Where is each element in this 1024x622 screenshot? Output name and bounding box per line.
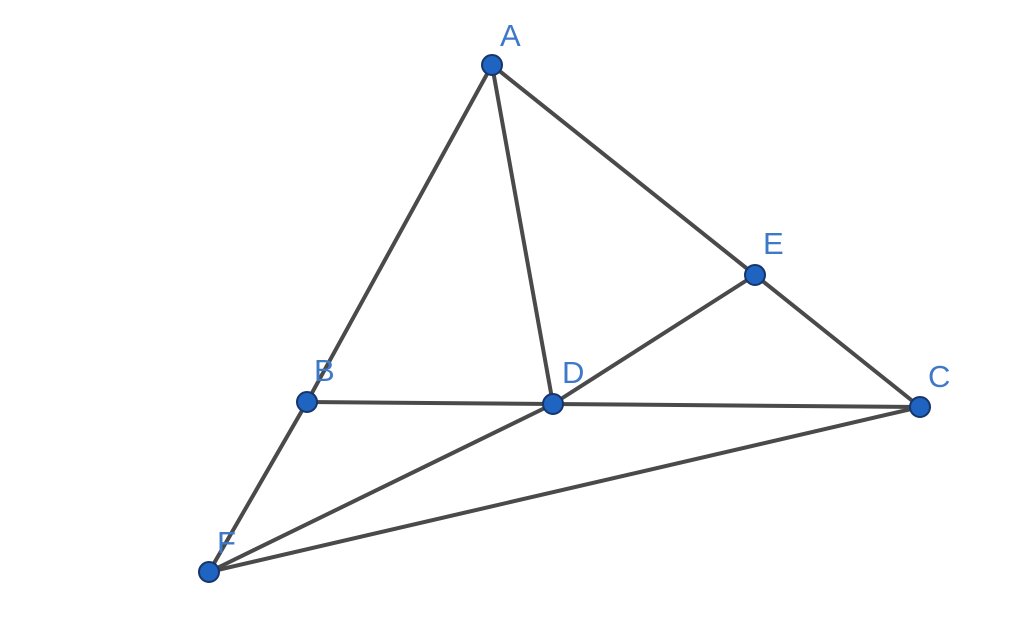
point-label-b: B bbox=[314, 353, 335, 388]
point-f bbox=[198, 561, 220, 583]
labels-layer: A B C D E F bbox=[217, 18, 950, 560]
points-layer bbox=[198, 54, 931, 583]
point-d bbox=[542, 393, 564, 415]
segment-de bbox=[551, 273, 757, 406]
segment-fd bbox=[207, 402, 555, 574]
segment-ae bbox=[490, 63, 757, 277]
point-label-f: F bbox=[217, 525, 236, 560]
point-label-d: D bbox=[562, 355, 584, 390]
segment-dc bbox=[551, 402, 922, 409]
point-a bbox=[481, 54, 503, 76]
point-e bbox=[744, 264, 766, 286]
segment-ad bbox=[490, 63, 555, 406]
segment-bf bbox=[207, 400, 309, 574]
segment-fc bbox=[207, 405, 922, 574]
segment-bd bbox=[305, 400, 555, 406]
point-label-e: E bbox=[763, 226, 784, 261]
point-label-c: C bbox=[928, 359, 950, 394]
point-b bbox=[296, 391, 318, 413]
point-label-a: A bbox=[500, 18, 521, 53]
segment-ab bbox=[305, 63, 494, 404]
point-c bbox=[909, 396, 931, 418]
segments-layer bbox=[207, 63, 922, 574]
segment-ec bbox=[753, 273, 922, 409]
